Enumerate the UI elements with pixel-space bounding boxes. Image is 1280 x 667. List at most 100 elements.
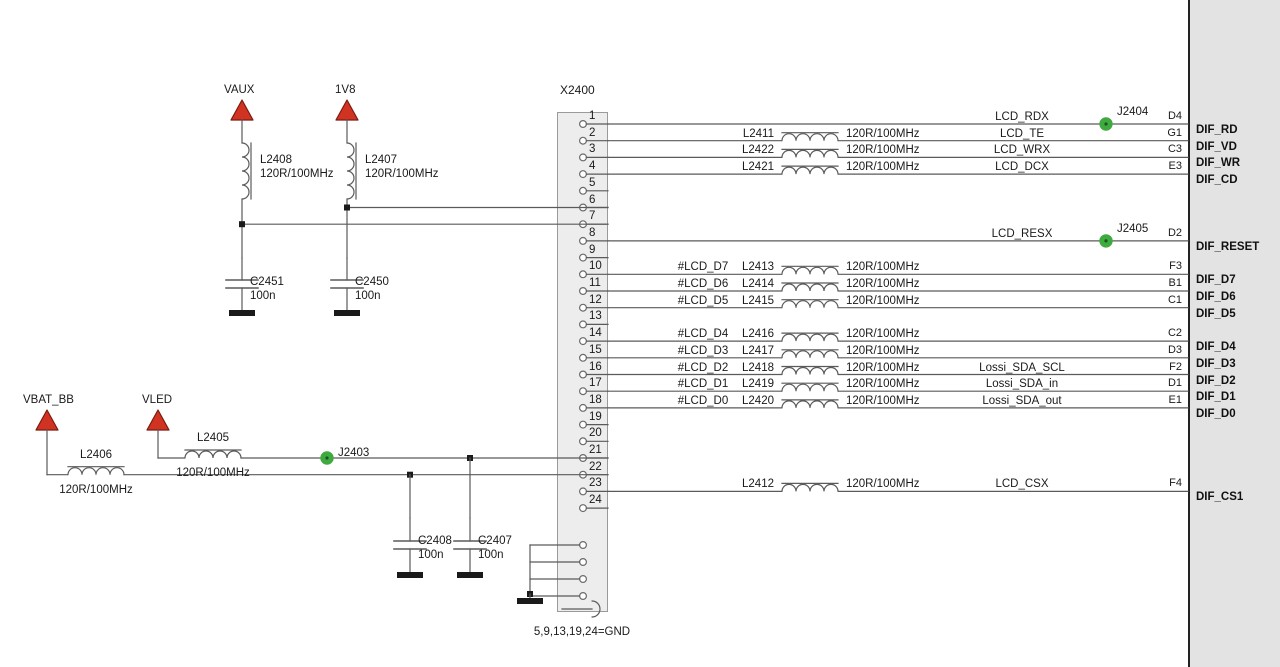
- net-label-mid-14: #LCD_D4: [677, 328, 729, 341]
- bga-ball-designator: F3: [1169, 260, 1182, 273]
- bead-refdes-L2411: L2411: [742, 127, 774, 140]
- net-label-LCD_RESX: LCD_RESX: [991, 227, 1053, 240]
- connector-pin-number: 22: [589, 460, 602, 473]
- connector-pin-number: 8: [589, 226, 596, 239]
- connector-pin-number: 19: [589, 410, 602, 423]
- bga-ball-designator: D2: [1167, 226, 1182, 239]
- net-label-mid-16: #LCD_D2: [677, 361, 729, 374]
- bead-refdes-L2413: L2413: [742, 261, 774, 274]
- bead-refdes-L2419: L2419: [742, 378, 774, 391]
- connector-pin-number: 2: [589, 126, 596, 139]
- connector-pin-number: 6: [589, 193, 596, 206]
- net-label-LCD_WRX: LCD_WRX: [993, 144, 1051, 157]
- bead-value-L2422: 120R/100MHz: [846, 144, 920, 157]
- connector-pin-number: 3: [589, 143, 596, 156]
- bga-ball-designator: C2: [1167, 327, 1182, 340]
- bga-ball-designator: D4: [1167, 110, 1182, 122]
- bead-value-L2413: 120R/100MHz: [846, 261, 920, 274]
- net-label-mid-12: #LCD_D5: [677, 294, 729, 307]
- cap-refdes-C2408: C2408: [418, 535, 452, 547]
- device-pin-name-DIF_D4: DIF_D4: [1196, 341, 1236, 354]
- connector-pin-number: 1: [589, 110, 596, 122]
- bead-refdes-L2408: L2408: [260, 154, 292, 166]
- connector-pin-number: 24: [589, 494, 602, 507]
- bead-refdes-L2405: L2405: [197, 432, 229, 444]
- device-pin-name-DIF_RD: DIF_RD: [1196, 124, 1238, 136]
- cap-refdes-C2407: C2407: [478, 535, 512, 547]
- connector-pin-number: 11: [589, 277, 601, 289]
- testpoint-label-J2404: J2404: [1117, 106, 1149, 118]
- connector-pin-number: 17: [589, 377, 602, 390]
- connector-pin-number: 9: [589, 243, 596, 256]
- device-pin-name-DIF_D6: DIF_D6: [1196, 291, 1236, 303]
- cap-refdes-C2451: C2451: [250, 276, 284, 288]
- connector-pin-number: 20: [589, 427, 602, 440]
- rail-label-VAUX: VAUX: [224, 84, 255, 96]
- testpoint-label-J2403: J2403: [338, 447, 370, 459]
- device-pin-name-DIF_CD: DIF_CD: [1196, 174, 1238, 187]
- bead-value-L2414: 120R/100MHz: [846, 278, 920, 290]
- device-pin-name-DIF_WR: DIF_WR: [1196, 157, 1241, 170]
- device-pin-name-DIF_D3: DIF_D3: [1196, 357, 1236, 370]
- bead-refdes-L2416: L2416: [742, 328, 774, 341]
- net-label-mid-17: #LCD_D1: [677, 378, 729, 391]
- connector-pin-number: 13: [589, 310, 602, 323]
- device-pin-name-DIF_VD: DIF_VD: [1196, 140, 1237, 153]
- bga-ball-designator: E1: [1168, 393, 1182, 406]
- cap-value-C2451: 100n: [250, 290, 276, 302]
- device-pin-name-DIF_D2: DIF_D2: [1196, 374, 1236, 387]
- rail-label-1V8: 1V8: [335, 84, 356, 96]
- net-label-mid-15: #LCD_D3: [677, 344, 729, 357]
- bead-value-L2412: 120R/100MHz: [846, 478, 920, 491]
- connector-pin-number: 7: [589, 210, 596, 223]
- connector-pin-number: 15: [589, 343, 602, 356]
- device-pin-name-DIF_CS1: DIF_CS1: [1196, 491, 1244, 504]
- bead-refdes-L2406: L2406: [80, 448, 112, 461]
- connector-body-x2400: [557, 112, 608, 612]
- connector-pin-number: 23: [589, 477, 602, 490]
- right-device-panel: [1188, 0, 1280, 667]
- bga-ball-designator: G1: [1167, 126, 1182, 139]
- net-label-LCD_TE: LCD_TE: [999, 127, 1045, 140]
- bead-value-L2421: 120R/100MHz: [846, 161, 920, 174]
- connector-pin-number: 5: [589, 176, 596, 189]
- bead-value-L2408: 120R/100MHz: [260, 168, 334, 180]
- device-pin-name-DIF_D7: DIF_D7: [1196, 274, 1236, 287]
- device-pin-name-DIF_RESET: DIF_RESET: [1196, 240, 1260, 253]
- cap-value-C2408: 100n: [418, 549, 444, 561]
- connector-pin-number: 21: [589, 444, 602, 456]
- connector-pin-number: 14: [589, 327, 602, 340]
- bead-value-L2405: 120R/100MHz: [176, 467, 250, 479]
- bead-value-L2406: 120R/100MHz: [59, 483, 133, 496]
- device-pin-name-DIF_D1: DIF_D1: [1196, 391, 1236, 404]
- bead-refdes-L2415: L2415: [742, 294, 774, 307]
- connector-pin-number: 16: [589, 360, 602, 373]
- bead-value-L2420: 120R/100MHz: [846, 394, 920, 407]
- testpoint-label-J2405: J2405: [1117, 222, 1149, 235]
- net-label-Lossi_SDA_out: Lossi_SDA_out: [982, 394, 1062, 407]
- net-label-mid-11: #LCD_D6: [677, 278, 729, 290]
- bga-ball-designator: F4: [1169, 477, 1182, 490]
- bga-ball-designator: F2: [1169, 360, 1182, 373]
- net-label-LCD_CSX: LCD_CSX: [995, 478, 1049, 491]
- rail-label-VBAT_BB: VBAT_BB: [23, 394, 74, 406]
- connector-pin-number: 18: [589, 393, 602, 406]
- bead-refdes-L2407: L2407: [365, 154, 397, 166]
- cap-value-C2407: 100n: [478, 549, 504, 561]
- bead-refdes-L2412: L2412: [742, 478, 774, 491]
- bead-value-L2411: 120R/100MHz: [846, 127, 920, 140]
- bead-refdes-L2420: L2420: [742, 394, 774, 407]
- bead-refdes-L2422: L2422: [742, 144, 774, 157]
- bead-refdes-L2418: L2418: [742, 361, 774, 374]
- connector-pin-number: 12: [589, 293, 602, 306]
- net-label-LCD_RDX: LCD_RDX: [995, 111, 1049, 123]
- device-pin-name-DIF_D0: DIF_D0: [1196, 407, 1236, 420]
- rail-label-VLED: VLED: [142, 394, 173, 406]
- bead-value-L2407: 120R/100MHz: [365, 168, 439, 180]
- bga-ball-designator: C3: [1167, 143, 1182, 156]
- net-label-mid-10: #LCD_D7: [677, 261, 729, 274]
- net-label-LCD_DCX: LCD_DCX: [995, 161, 1049, 174]
- bga-ball-designator: E3: [1168, 160, 1182, 173]
